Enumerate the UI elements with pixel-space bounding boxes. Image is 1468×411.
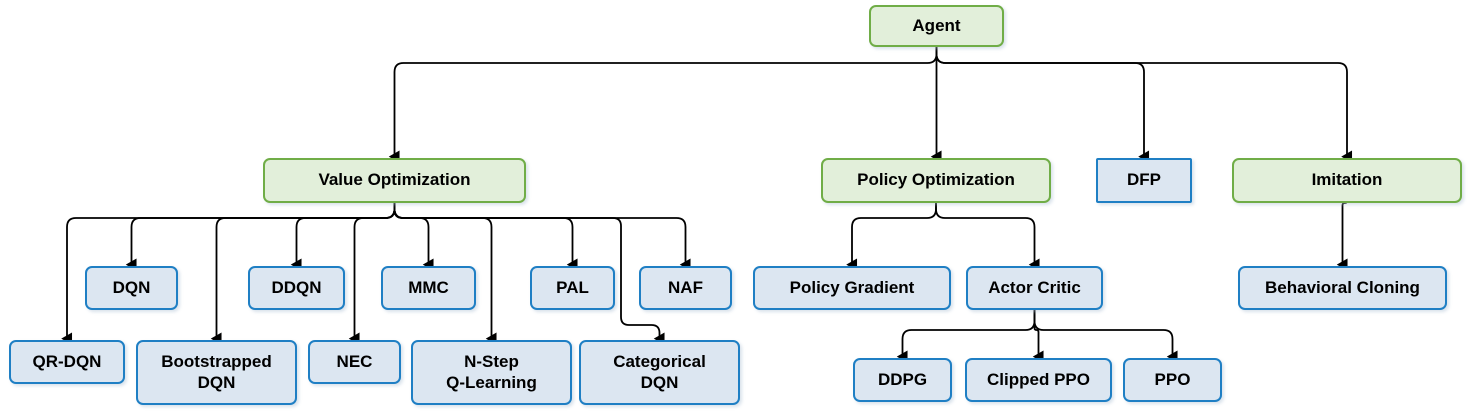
edge-value-optimization-to-naf: [393, 203, 691, 271]
node-mmc[interactable]: MMC: [381, 266, 476, 310]
edge-agent-to-dfp: [935, 47, 1150, 163]
node-ppo[interactable]: PPO: [1123, 358, 1222, 402]
node-qr-dqn[interactable]: QR-DQN: [9, 340, 125, 384]
node-behavioral-cloning[interactable]: Behavioral Cloning: [1238, 266, 1447, 310]
node-value-optimization[interactable]: Value Optimization: [263, 158, 526, 203]
edge-policy-optimization-to-actor-critic: [935, 203, 1040, 271]
node-clipped-ppo[interactable]: Clipped PPO: [965, 358, 1112, 402]
edge-agent-to-value-optimization: [388, 47, 938, 163]
edge-imitation-to-behavioral-cloning: [1336, 199, 1348, 271]
node-agent[interactable]: Agent: [869, 5, 1004, 47]
node-ddqn[interactable]: DDQN: [248, 266, 345, 310]
edge-value-optimization-to-mmc: [393, 203, 434, 271]
edge-value-optimization-to-dqn: [125, 203, 396, 271]
node-policy-gradient[interactable]: Policy Gradient: [753, 266, 951, 310]
node-bootstrapped-dqn[interactable]: Bootstrapped DQN: [136, 340, 297, 405]
node-policy-optimization[interactable]: Policy Optimization: [821, 158, 1051, 203]
edge-actor-critic-to-clipped-ppo: [1032, 310, 1044, 363]
edge-actor-critic-to-ppo: [1033, 310, 1178, 363]
node-categorical-dqn[interactable]: Categorical DQN: [579, 340, 740, 405]
node-n-step-q-learning[interactable]: N-Step Q-Learning: [411, 340, 572, 405]
node-nec[interactable]: NEC: [308, 340, 401, 384]
node-imitation[interactable]: Imitation: [1232, 158, 1462, 203]
node-dfp[interactable]: DFP: [1096, 158, 1192, 203]
edge-value-optimization-to-pal: [393, 203, 578, 271]
edge-agent-to-imitation: [935, 47, 1353, 163]
node-actor-critic[interactable]: Actor Critic: [966, 266, 1103, 310]
edge-value-optimization-to-ddqn: [290, 203, 396, 271]
node-pal[interactable]: PAL: [530, 266, 615, 310]
edge-policy-optimization-to-policy-gradient: [846, 203, 937, 271]
node-dqn[interactable]: DQN: [85, 266, 178, 310]
node-naf[interactable]: NAF: [639, 266, 732, 310]
edge-actor-critic-to-ddpg: [896, 310, 1036, 363]
node-ddpg[interactable]: DDPG: [853, 358, 952, 402]
